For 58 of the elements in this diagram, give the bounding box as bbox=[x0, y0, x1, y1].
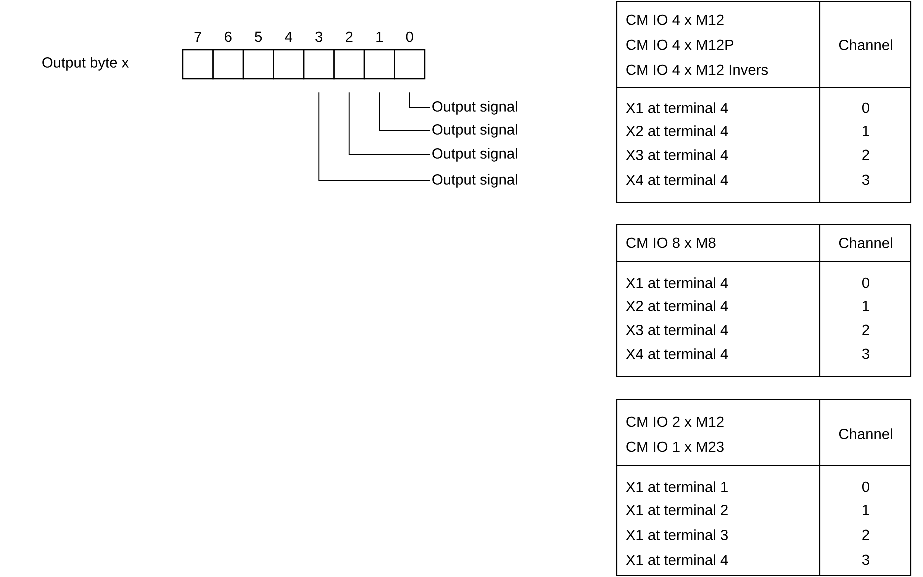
leader-line bbox=[348, 92, 430, 156]
bit-cell bbox=[182, 49, 214, 80]
table-text: X4 at terminal 4 bbox=[626, 174, 728, 186]
table-text: X1 at terminal 4 bbox=[626, 278, 728, 288]
table-text: CM IO 4 x M12 bbox=[626, 14, 724, 26]
table-text: X1 at terminal 3 bbox=[626, 530, 728, 540]
bit-number: 5 bbox=[255, 32, 262, 42]
bit-number: 4 bbox=[285, 32, 293, 42]
table-text: X4 at terminal 4 bbox=[626, 348, 728, 360]
table-text: X1 at terminal 1 bbox=[626, 482, 728, 492]
table-text: X2 at terminal 4 bbox=[626, 126, 728, 136]
bit-cell bbox=[394, 49, 426, 80]
bit-number: 7 bbox=[194, 32, 202, 42]
table-text: 0 bbox=[862, 482, 870, 492]
bit-number: 1 bbox=[376, 32, 383, 42]
table-text: Channel bbox=[839, 40, 892, 50]
table-text: CM IO 1 x M23 bbox=[626, 442, 724, 452]
bit-cell bbox=[212, 49, 244, 80]
table-text: 1 bbox=[863, 300, 870, 312]
bit-cell bbox=[242, 49, 274, 80]
leader-line bbox=[379, 92, 430, 132]
table-text: 3 bbox=[862, 348, 870, 360]
table-text: 2 bbox=[862, 530, 870, 540]
table-text: X3 at terminal 4 bbox=[626, 324, 728, 336]
bit-number: 6 bbox=[225, 32, 232, 42]
table-text: 1 bbox=[863, 504, 870, 516]
bit-cell bbox=[273, 49, 305, 80]
table-text: 2 bbox=[862, 324, 870, 336]
table-text: 3 bbox=[862, 174, 870, 186]
table-text: Channel bbox=[839, 238, 892, 248]
bit-cell bbox=[364, 49, 396, 80]
signal-label: Output signal bbox=[432, 101, 518, 115]
bit-cell bbox=[303, 49, 335, 80]
table-text: X3 at terminal 4 bbox=[626, 150, 728, 160]
table-text: 2 bbox=[862, 150, 870, 160]
bit-number: 0 bbox=[406, 32, 414, 42]
bit-cell bbox=[334, 49, 366, 80]
signal-label: Output signal bbox=[432, 174, 518, 188]
bit-number: 3 bbox=[316, 32, 323, 42]
table-text: CM IO 4 x M12P bbox=[626, 40, 734, 50]
table-text: 3 bbox=[862, 554, 870, 566]
byte-label: Output byte x bbox=[42, 57, 129, 71]
table-text: 0 bbox=[862, 278, 870, 288]
leader-line bbox=[318, 92, 430, 182]
signal-label: Output signal bbox=[432, 148, 518, 162]
table-text: 0 bbox=[862, 102, 870, 114]
table-text: X1 at terminal 4 bbox=[626, 102, 728, 114]
leader-line bbox=[409, 92, 430, 108]
table-text: X1 at terminal 2 bbox=[626, 504, 728, 516]
signal-label: Output signal bbox=[432, 124, 518, 138]
table-text: CM IO 2 x M12 bbox=[626, 416, 724, 428]
table-text: X2 at terminal 4 bbox=[626, 300, 728, 312]
table-text: X1 at terminal 4 bbox=[626, 554, 728, 566]
table-text: 1 bbox=[863, 126, 870, 136]
table-text: CM IO 8 x M8 bbox=[626, 238, 716, 248]
table-text: CM IO 4 x M12 Invers bbox=[626, 64, 768, 76]
table-text: Channel bbox=[839, 428, 892, 440]
bit-number: 2 bbox=[346, 32, 353, 42]
